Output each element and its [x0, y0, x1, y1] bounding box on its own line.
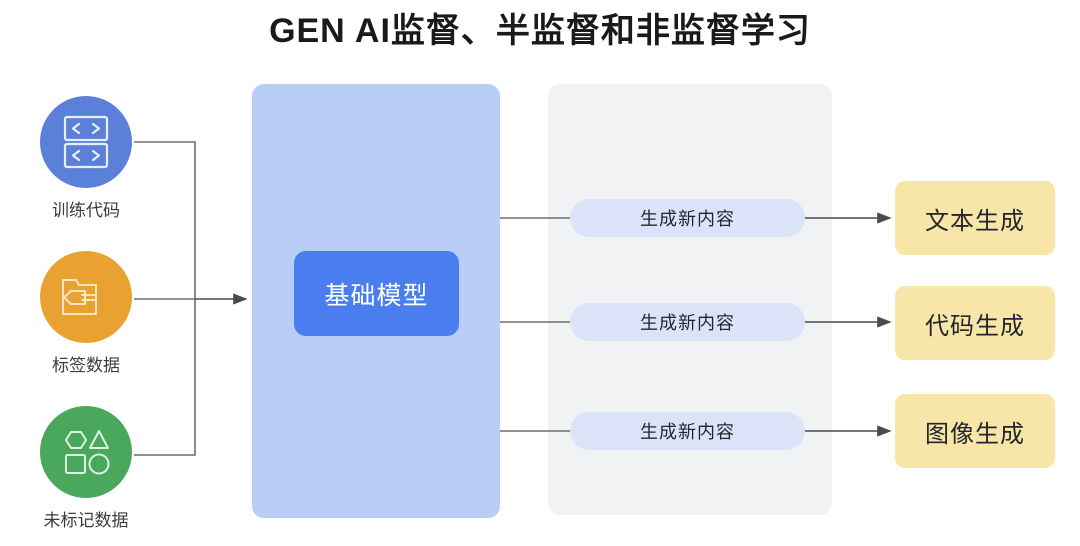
shapes-icon — [65, 430, 110, 475]
generation-pill-2-label: 生成新内容 — [640, 313, 735, 333]
labeled-data-label: 标签数据 — [52, 356, 120, 375]
generation-panel — [548, 84, 832, 515]
output-box-code-generation[interactable]: 代码生成 — [895, 286, 1055, 360]
input-node-training-code[interactable]: 训练代码 — [38, 96, 134, 221]
generation-pill-3-label: 生成新内容 — [640, 422, 735, 442]
page-title: GEN AI监督、半监督和非监督学习 — [269, 12, 811, 50]
unlabeled-data-label: 未标记数据 — [43, 511, 129, 530]
output-box-text-generation-label: 文本生成 — [925, 207, 1025, 235]
foundation-model-label: 基础模型 — [324, 281, 429, 310]
training-code-circle — [40, 96, 132, 188]
output-box-image-generation[interactable]: 图像生成 — [895, 394, 1055, 468]
generation-pill-2[interactable]: 生成新内容 — [570, 303, 805, 341]
code-brackets-icon — [63, 115, 109, 169]
input-node-unlabeled-data[interactable]: 未标记数据 — [38, 406, 134, 531]
folder-tag-icon — [62, 279, 97, 315]
output-box-image-generation-label: 图像生成 — [925, 420, 1025, 448]
generation-pill-1-label: 生成新内容 — [640, 209, 735, 229]
unlabeled-data-circle — [40, 406, 132, 498]
foundation-model-box[interactable]: 基础模型 — [294, 251, 459, 336]
output-box-code-generation-label: 代码生成 — [925, 312, 1025, 340]
output-box-text-generation[interactable]: 文本生成 — [895, 181, 1055, 255]
training-code-label: 训练代码 — [52, 201, 120, 220]
input-node-labeled-data[interactable]: 标签数据 — [38, 251, 134, 376]
generation-pill-1[interactable]: 生成新内容 — [570, 199, 805, 237]
labeled-data-circle — [40, 251, 132, 343]
generation-pill-3[interactable]: 生成新内容 — [570, 412, 805, 450]
